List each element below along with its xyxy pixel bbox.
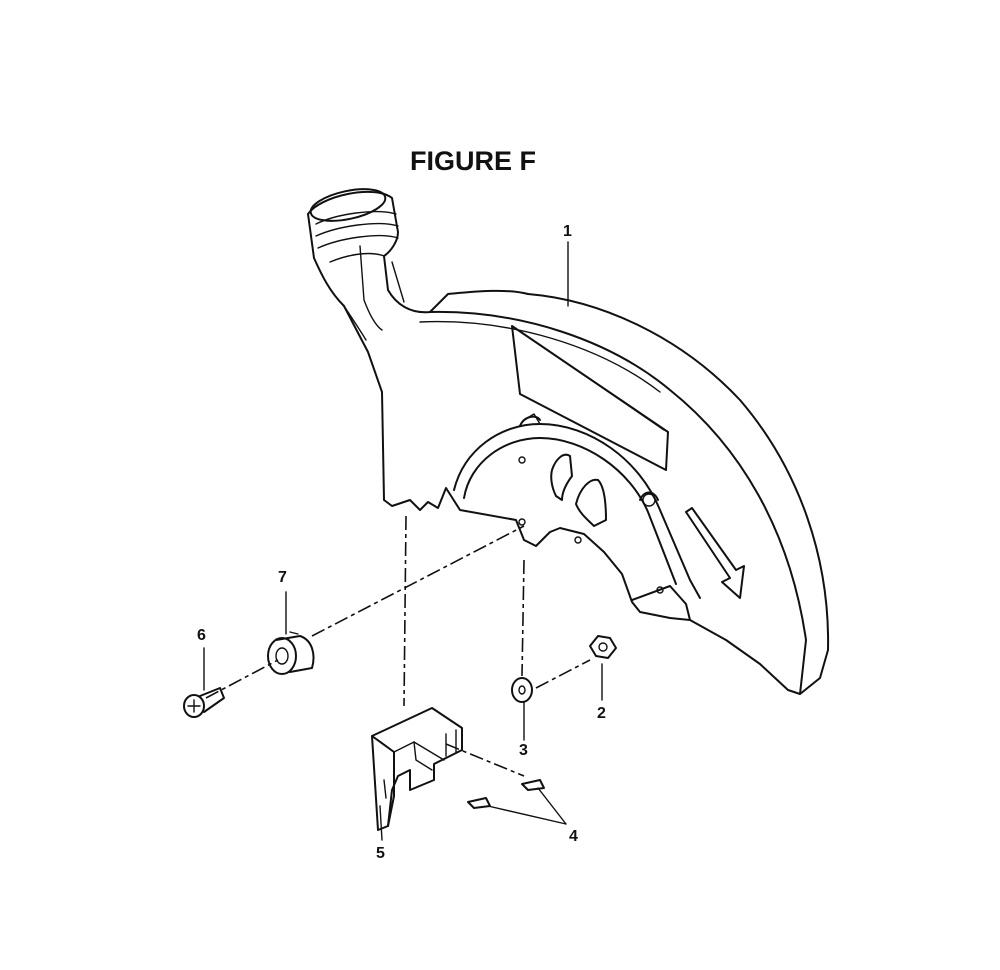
figure-title: FIGURE F	[410, 146, 536, 176]
callout-1: 1	[563, 223, 572, 240]
assembly-line-nut	[535, 659, 591, 689]
clips-part	[467, 779, 545, 809]
assembly-line-screw	[205, 659, 279, 699]
callout-5: 5	[376, 845, 385, 862]
callout-3: 3	[519, 742, 528, 759]
blade-guard-part	[307, 188, 830, 695]
bracket-part	[371, 707, 463, 831]
assembly-line-bushing	[311, 525, 525, 637]
assembly-line-washer	[521, 559, 525, 677]
callout-7: 7	[278, 569, 287, 586]
assembly-line-clips	[445, 743, 525, 777]
leader-4a	[487, 805, 567, 825]
callout-6: 6	[197, 627, 206, 644]
callout-4: 4	[569, 828, 578, 845]
washer-part	[511, 677, 533, 703]
leader-4b	[537, 787, 567, 825]
assembly-line-bracket	[403, 515, 407, 707]
screw-part	[183, 687, 225, 718]
callout-2: 2	[597, 705, 606, 722]
bushing-part	[267, 631, 315, 675]
leader-5	[379, 805, 383, 841]
hex-nut-part	[589, 635, 617, 659]
